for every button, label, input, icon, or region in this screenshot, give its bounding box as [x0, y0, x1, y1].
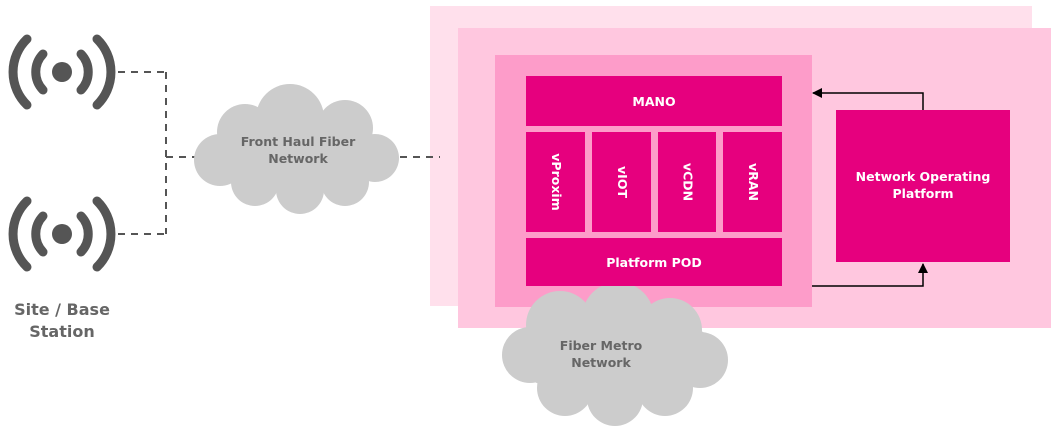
nop-label-line2: Platform	[892, 186, 953, 201]
arrow-pod-to-nop	[812, 263, 928, 287]
vnf-label-vran: vRAN	[746, 163, 761, 201]
nop-label-line1: Network Operating	[856, 169, 991, 184]
site-label-line1: Site / Base	[14, 300, 110, 319]
vnf-label-vcdn: vCDN	[681, 163, 696, 201]
vnf-box-vcdn	[658, 132, 716, 232]
front-haul-label-line1: Front Haul Fiber	[241, 134, 356, 149]
platform-pod-label: Platform POD	[606, 255, 702, 270]
site-label-line2: Station	[29, 322, 94, 341]
fiber-metro-cloud	[502, 282, 728, 426]
vnf-box-viot	[592, 132, 651, 232]
vnf-label-viot: vIOT	[615, 166, 630, 198]
vnf-label-vproxim: vProxim	[549, 153, 564, 210]
mano-box	[526, 76, 782, 126]
vnf-box-vran	[723, 132, 782, 232]
antenna-icon-bottom	[8, 196, 116, 272]
dashed-connectors	[118, 71, 440, 235]
antenna-icon-top	[8, 34, 116, 110]
control-arrows	[812, 88, 928, 287]
mano-label: MANO	[632, 94, 675, 109]
platform-pod-box	[526, 238, 782, 286]
vnf-columns: vProxim vIOT vCDN vRAN	[526, 132, 782, 232]
arrow-nop-to-mano	[812, 88, 924, 110]
vnf-box-vproxim	[526, 132, 585, 232]
metro-label-line2: Network	[571, 355, 631, 370]
metro-label-line1: Fiber Metro	[560, 338, 643, 353]
front-haul-cloud	[194, 84, 399, 214]
front-haul-label-line2: Network	[268, 151, 328, 166]
network-operating-platform-box	[836, 110, 1010, 262]
